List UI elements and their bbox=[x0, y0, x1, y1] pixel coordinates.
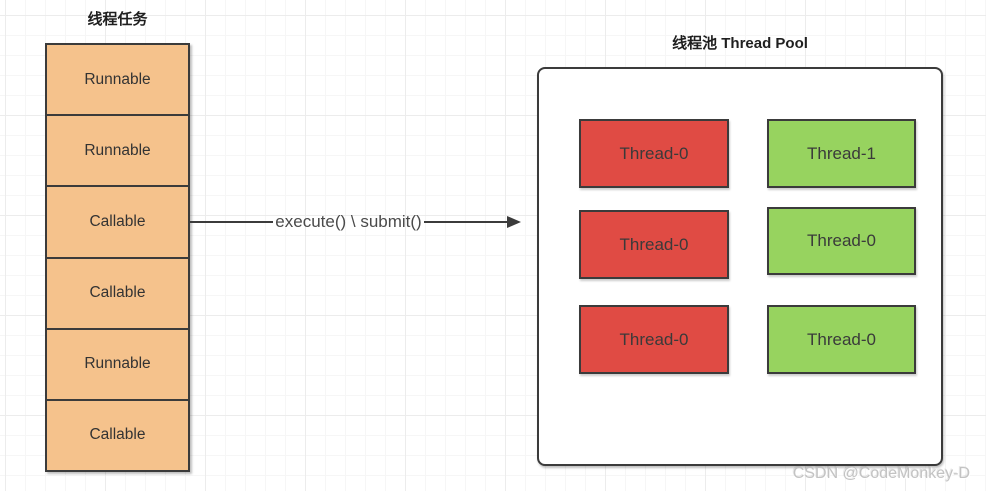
task-cell: Runnable bbox=[47, 329, 188, 401]
submit-arrow: execute() \ submit() bbox=[190, 212, 521, 232]
thread-box: Thread-0 bbox=[767, 207, 916, 275]
task-cell: Callable bbox=[47, 400, 188, 471]
watermark: CSDN @CodeMonkey-D bbox=[792, 465, 970, 482]
thread-box: Thread-0 bbox=[579, 305, 729, 374]
arrow-line-right bbox=[423, 221, 507, 223]
thread-box: Thread-1 bbox=[767, 119, 916, 188]
thread-pool-title: 线程池 Thread Pool bbox=[672, 35, 808, 52]
thread-box: Thread-0 bbox=[579, 210, 729, 279]
task-cell: Callable bbox=[47, 258, 188, 330]
task-stack: Runnable Runnable Callable Callable Runn… bbox=[45, 43, 190, 472]
thread-box: Thread-0 bbox=[579, 119, 729, 188]
task-stack-title: 线程任务 bbox=[87, 11, 148, 28]
arrow-line-left bbox=[190, 221, 274, 223]
arrow-head-icon bbox=[507, 216, 521, 228]
task-cell: Runnable bbox=[47, 45, 188, 117]
task-cell: Callable bbox=[47, 187, 188, 259]
thread-pool-container: Thread-0 Thread-1 Thread-0 Thread-0 Thre… bbox=[537, 67, 943, 466]
task-cell: Runnable bbox=[47, 116, 188, 188]
thread-box: Thread-0 bbox=[767, 305, 916, 374]
arrow-label: execute() \ submit() bbox=[275, 212, 422, 231]
